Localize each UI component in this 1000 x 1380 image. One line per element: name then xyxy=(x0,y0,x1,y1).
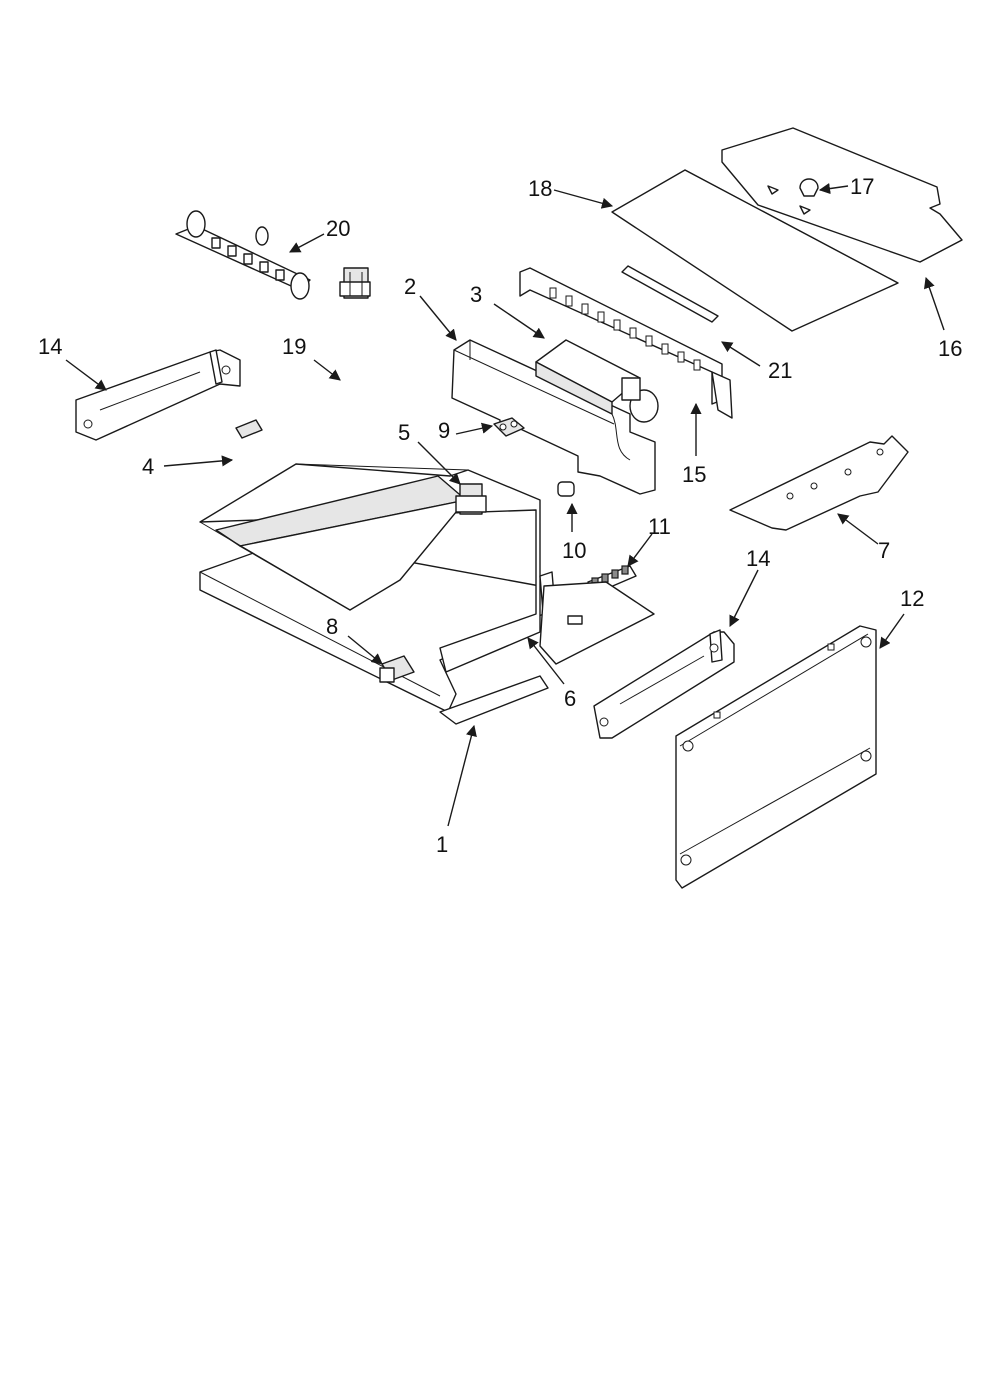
callout-12: 12 xyxy=(900,586,924,611)
part-6-vent-duct xyxy=(199,463,557,673)
callout-14-right: 14 xyxy=(746,546,770,571)
callout-labels: 18 17 16 20 2 3 21 15 14 19 4 5 9 10 11 … xyxy=(38,174,962,857)
callout-21: 21 xyxy=(768,358,792,383)
callout-2: 2 xyxy=(404,274,416,299)
leader-20 xyxy=(289,233,325,253)
leader-14-left xyxy=(65,359,107,391)
part-12-back-panel xyxy=(675,625,877,889)
callout-9: 9 xyxy=(438,418,450,443)
part-21-vented-strip xyxy=(621,265,719,323)
leader-4 xyxy=(163,455,234,467)
leader-9 xyxy=(455,422,494,435)
leader-8 xyxy=(347,635,383,665)
callout-20: 20 xyxy=(326,216,350,241)
part-7-heat-shield xyxy=(729,435,909,531)
part-17-clip xyxy=(799,178,819,197)
part-14-right-bracket xyxy=(593,629,735,739)
leader-1 xyxy=(447,724,477,827)
leader-21 xyxy=(721,341,761,367)
leader-6 xyxy=(527,637,565,685)
callout-6: 6 xyxy=(564,686,576,711)
leader-19 xyxy=(313,359,341,381)
part-15-vented-bracket xyxy=(519,267,733,419)
callout-16: 16 xyxy=(938,336,962,361)
callout-4: 4 xyxy=(142,454,154,479)
callout-18: 18 xyxy=(528,176,552,201)
leader-14-right xyxy=(729,569,759,628)
callout-3: 3 xyxy=(470,282,482,307)
callout-8: 8 xyxy=(326,614,338,639)
leader-7 xyxy=(837,513,879,545)
part-4-block xyxy=(235,419,263,439)
part-5-switch xyxy=(455,483,487,515)
callout-7: 7 xyxy=(878,538,890,563)
part-18-insulation-panel xyxy=(611,169,899,332)
leader-12 xyxy=(879,613,905,649)
leader-2 xyxy=(419,295,457,341)
leader-5 xyxy=(417,441,461,485)
leader-16 xyxy=(924,276,945,331)
callout-14-left: 14 xyxy=(38,334,62,359)
part-20-knob-assembly xyxy=(175,210,311,300)
callout-11: 11 xyxy=(648,514,671,539)
part-14-left-bracket xyxy=(75,349,241,441)
part-1-tray-extension xyxy=(539,581,655,665)
callout-10: 10 xyxy=(562,538,586,563)
callout-19: 19 xyxy=(282,334,306,359)
part-3-control-assembly xyxy=(535,339,659,461)
leader-lines xyxy=(65,183,945,827)
part-16-top-panel xyxy=(721,127,963,263)
callout-1: 1 xyxy=(436,832,448,857)
leader-17 xyxy=(818,183,849,195)
part-19-switch xyxy=(339,267,371,299)
callout-15: 15 xyxy=(682,462,706,487)
callout-17: 17 xyxy=(850,174,874,199)
leader-18 xyxy=(553,189,614,209)
leader-3 xyxy=(493,303,545,339)
part-10-cylinder xyxy=(557,481,575,497)
part-8-latch xyxy=(379,655,415,683)
callout-5: 5 xyxy=(398,420,410,445)
part-9-connector xyxy=(493,417,525,437)
leader-11 xyxy=(627,533,653,567)
